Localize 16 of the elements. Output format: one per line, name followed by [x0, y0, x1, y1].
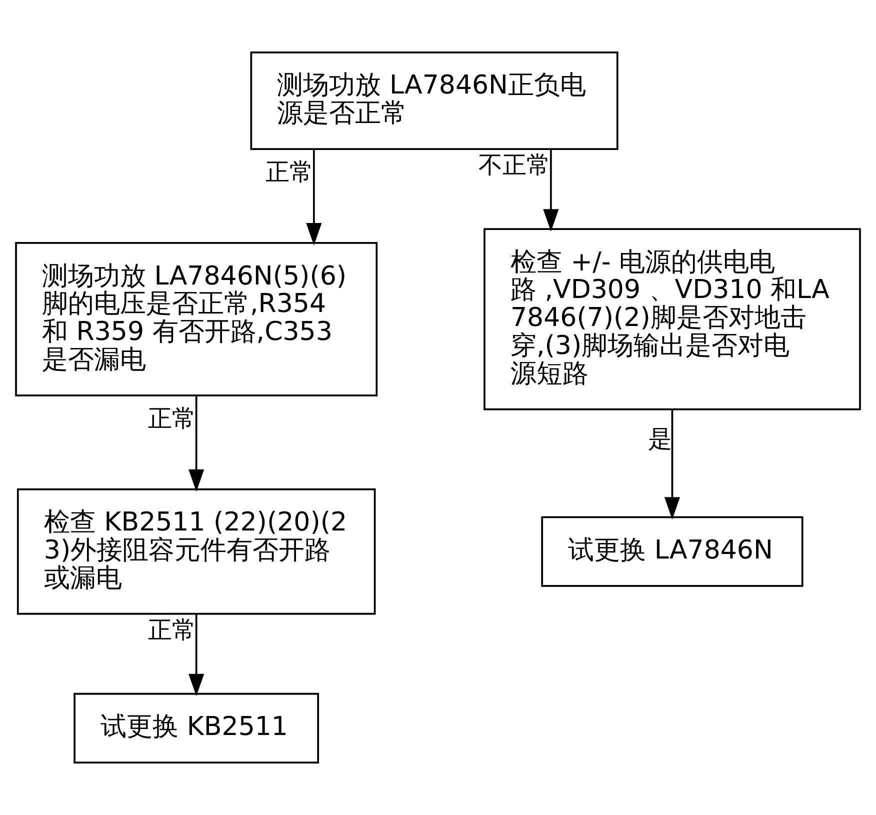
node-box: 试更换 KB2511	[74, 692, 320, 764]
arrow	[543, 149, 559, 232]
edge-label: 正常	[266, 158, 314, 186]
node-box: 试更换 LA7846N	[541, 516, 804, 587]
edge-label: 正常	[148, 616, 196, 644]
node-box: 检查 KB2511 (22)(20)(23)外接阻容元件有否开路或漏电	[16, 488, 376, 615]
edge-label: 是	[648, 425, 672, 454]
arrow	[306, 149, 322, 246]
edge-label: 正常	[148, 404, 196, 432]
arrow	[188, 614, 204, 696]
edge-label: 不正常	[478, 150, 551, 179]
arrow	[664, 410, 680, 520]
arrow	[188, 396, 204, 492]
node-box: 测场功放 LA7846N(5)(6)脚的电压是否正常,R354和 R359 有否开路,C353 是否漏电	[15, 242, 378, 396]
node-box: 检查 +/- 电源的供电电路 ,VD309 、VD310 和LA7846(7)(2)脚是否对地击穿,(3)脚场输出是否对电源短路	[484, 228, 861, 410]
node-box: 测场功放 LA7846N正负电源是否正常	[250, 52, 618, 150]
